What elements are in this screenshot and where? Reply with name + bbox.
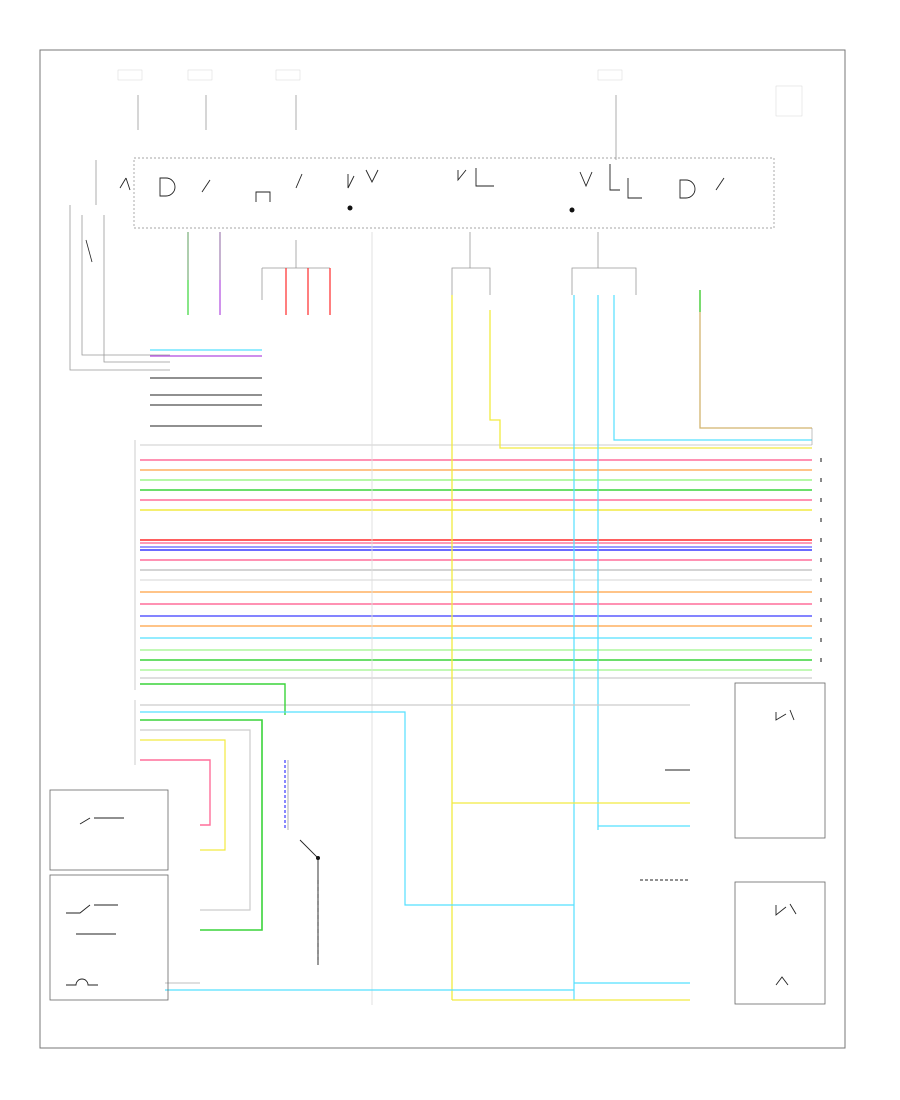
switch-icon [775, 709, 797, 916]
vertical-runs [371, 232, 813, 1005]
left-feed-wires [69, 205, 170, 371]
actuator-icon [775, 976, 789, 986]
front-door-lock-actuator-box [734, 881, 826, 1005]
connector-icon [187, 232, 331, 315]
rear-door-lock-actuator-box [49, 874, 169, 1001]
lower-left-wires [140, 711, 574, 991]
center-branch [140, 683, 320, 965]
right-side-runs [140, 704, 690, 1001]
actuator-icon [66, 978, 98, 986]
power-door-lock-switch-block [133, 157, 775, 229]
front-door-lock-switch-box [734, 682, 826, 839]
ground-dot [569, 207, 575, 213]
fuse-labels-top [117, 69, 803, 117]
wire-group-band [140, 542, 812, 548]
diagram-frame [39, 49, 846, 1049]
switch-icon [66, 817, 124, 935]
right-connector-marks [640, 769, 690, 881]
switch-icon [119, 164, 725, 202]
right-edge-pins [820, 458, 822, 662]
rear-door-lock-switch-box [49, 789, 169, 871]
ground-dot [347, 205, 353, 211]
harness-wires [140, 349, 812, 679]
fuse-icon [95, 95, 617, 205]
